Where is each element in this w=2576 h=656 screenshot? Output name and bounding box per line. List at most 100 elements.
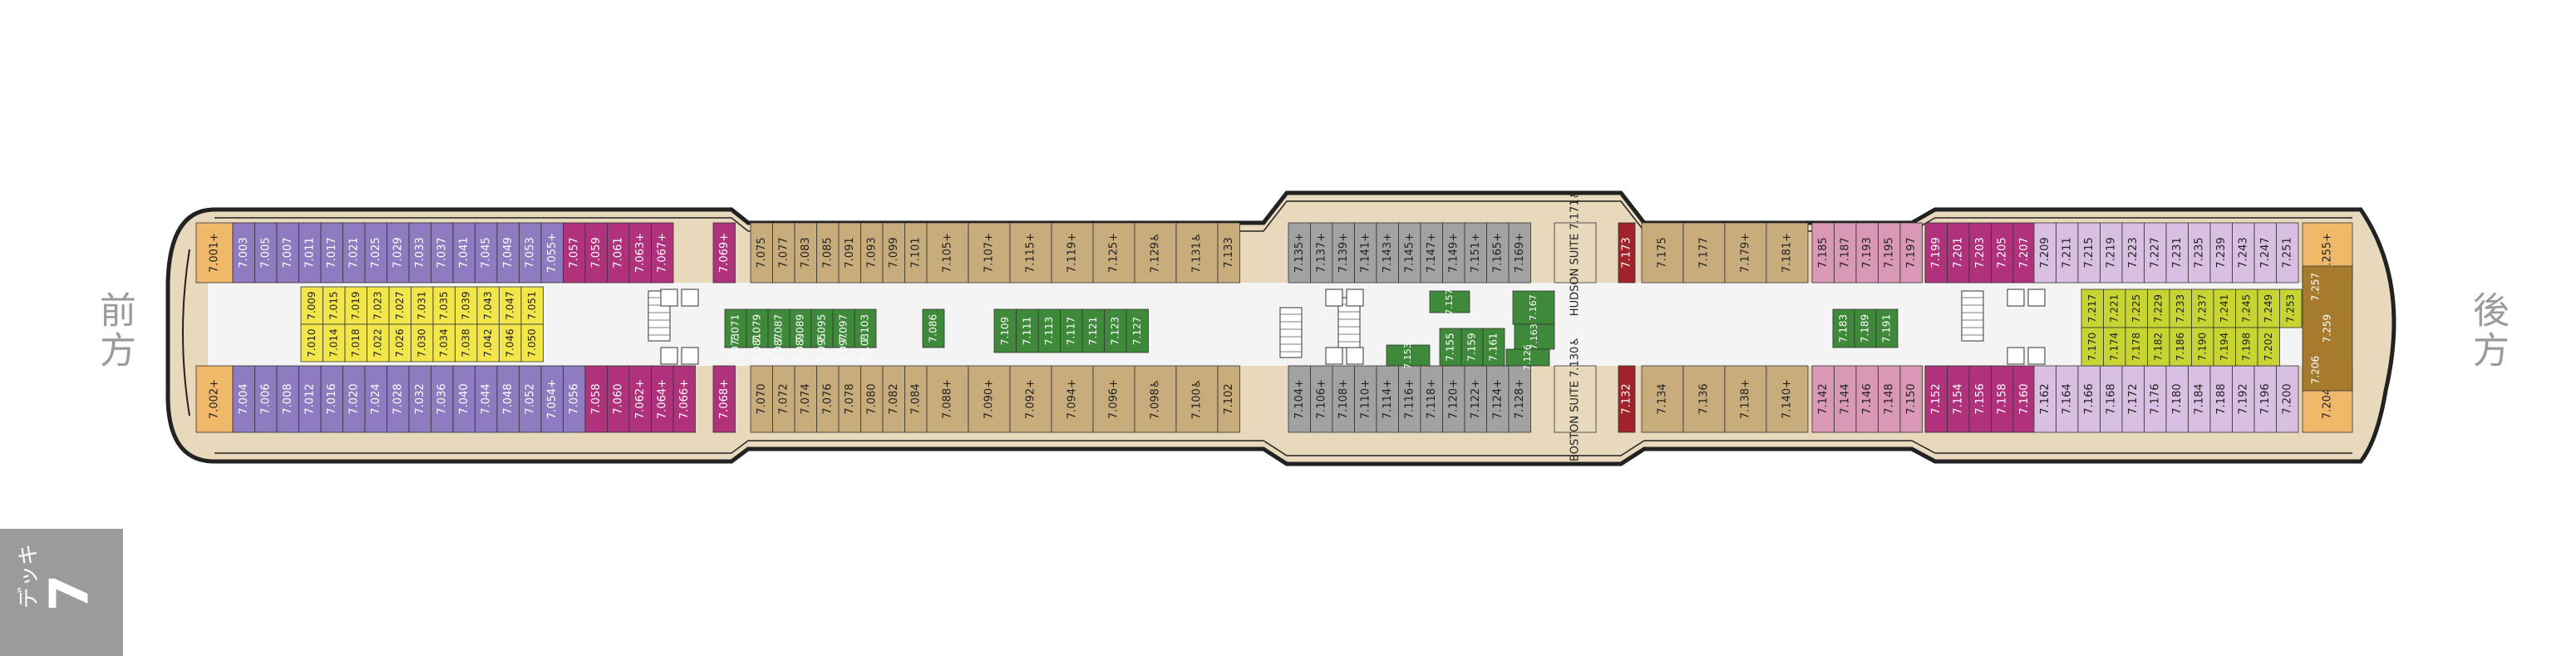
- cabin-7-078[interactable]: [838, 365, 861, 433]
- cabin-7-090[interactable]: [968, 365, 1011, 433]
- cabin-7-093[interactable]: [860, 222, 884, 284]
- cabin-7-127[interactable]: [1125, 308, 1149, 353]
- cabin-7-193[interactable]: [1855, 222, 1879, 284]
- cabin-7-185[interactable]: [1811, 222, 1835, 284]
- cabin-7-007[interactable]: [276, 222, 299, 284]
- cabin-7-102[interactable]: [1217, 365, 1240, 433]
- cabin-7-144[interactable]: [1834, 365, 1857, 433]
- cabin-7-057[interactable]: [563, 222, 586, 284]
- cabin-7-062[interactable]: [628, 365, 652, 433]
- cabin-7-067[interactable]: [651, 222, 674, 284]
- cabin-7-200[interactable]: [2276, 365, 2299, 433]
- cabin-7-129[interactable]: [1134, 222, 1177, 284]
- cabin-7-080[interactable]: [860, 365, 884, 433]
- cabin-7-175[interactable]: [1641, 222, 1684, 284]
- cabin-7-014[interactable]: [323, 323, 346, 363]
- cabin-7-017[interactable]: [320, 222, 343, 284]
- cabin-7-149[interactable]: [1442, 222, 1465, 284]
- cabin-7-012[interactable]: [298, 365, 322, 433]
- cabin-7-060[interactable]: [607, 365, 630, 433]
- cabin-7-158[interactable]: [1991, 365, 2014, 433]
- cabin-7-134[interactable]: [1641, 365, 1684, 433]
- cabin-7-142[interactable]: [1811, 365, 1835, 433]
- cabin-7-209[interactable]: [2033, 222, 2056, 284]
- cabin-7-009[interactable]: [300, 286, 323, 325]
- cabin-7-155[interactable]: [1439, 328, 1462, 367]
- cabin-7-198[interactable]: [2235, 327, 2258, 367]
- cabin-7-174[interactable]: [2103, 327, 2126, 367]
- cabin-7-235[interactable]: [2188, 222, 2211, 284]
- cabin-7-031[interactable]: [411, 286, 434, 325]
- cabin-7-203[interactable]: [1968, 222, 1992, 284]
- cabin-7-086[interactable]: [922, 308, 945, 348]
- cabin-7-186[interactable]: [2169, 327, 2192, 367]
- cabin-7-042[interactable]: [476, 323, 500, 363]
- cabin-7-178[interactable]: [2125, 327, 2148, 367]
- cabin-7-092[interactable]: [1009, 365, 1052, 433]
- cabin-7-070[interactable]: [750, 365, 773, 433]
- cabin-7-130[interactable]: [1554, 365, 1597, 433]
- cabin-7-136[interactable]: [1682, 365, 1726, 433]
- cabin-7-002[interactable]: [195, 365, 234, 433]
- cabin-7-253[interactable]: [2279, 289, 2303, 328]
- cabin-7-018[interactable]: [344, 323, 367, 363]
- cabin-7-049[interactable]: [496, 222, 520, 284]
- cabin-7-237[interactable]: [2191, 289, 2214, 328]
- cabin-7-151[interactable]: [1464, 222, 1487, 284]
- cabin-7-099[interactable]: [882, 222, 905, 284]
- cabin-7-054[interactable]: [540, 365, 564, 433]
- cabin-7-161[interactable]: [1482, 328, 1505, 367]
- cabin-7-068[interactable]: [712, 365, 736, 433]
- cabin-7-108[interactable]: [1332, 365, 1355, 433]
- stern-suite-block[interactable]: [2302, 265, 2353, 392]
- cabin-7-154[interactable]: [1947, 365, 1970, 433]
- cabin-7-138[interactable]: [1724, 365, 1767, 433]
- cabin-7-140[interactable]: [1766, 365, 1809, 433]
- cabin-7-188[interactable]: [2209, 365, 2233, 433]
- cabin-7-034[interactable]: [432, 323, 456, 363]
- cabin-7-110[interactable]: [1354, 365, 1377, 433]
- cabin-7-104[interactable]: [1288, 365, 1311, 433]
- cabin-7-109[interactable]: [993, 308, 1017, 353]
- cabin-7-171[interactable]: [1554, 222, 1597, 284]
- cabin-7-156[interactable]: [1968, 365, 1992, 433]
- cabin-7-215[interactable]: [2077, 222, 2101, 284]
- cabin-7-004[interactable]: [232, 365, 255, 433]
- cabin-7-147[interactable]: [1420, 222, 1443, 284]
- cabin-7-058[interactable]: [584, 365, 608, 433]
- cabin-7-061[interactable]: [607, 222, 630, 284]
- cabin-7-118[interactable]: [1420, 365, 1443, 433]
- cabin-7-167[interactable]: [1512, 290, 1555, 325]
- cabin-7-025[interactable]: [364, 222, 387, 284]
- cabin-7-116[interactable]: [1398, 365, 1421, 433]
- cabin-7-124[interactable]: [1486, 365, 1510, 433]
- cabin-7-135[interactable]: [1288, 222, 1311, 284]
- cabin-7-192[interactable]: [2232, 365, 2255, 433]
- cabin-7-001[interactable]: [195, 222, 234, 284]
- cabin-7-133[interactable]: [1217, 222, 1240, 284]
- cabin-7-041[interactable]: [452, 222, 475, 284]
- cabin-7-177[interactable]: [1682, 222, 1726, 284]
- cabin-7-048[interactable]: [496, 365, 520, 433]
- cabin-7-181[interactable]: [1766, 222, 1809, 284]
- cabin-7-051[interactable]: [520, 286, 544, 325]
- cabin-7-165[interactable]: [1486, 222, 1510, 284]
- cabin-7-153[interactable]: [1386, 344, 1431, 367]
- cabin-7-239[interactable]: [2209, 222, 2233, 284]
- cabin-7-029[interactable]: [387, 222, 410, 284]
- cabin-7-122[interactable]: [1464, 365, 1487, 433]
- cabin-7-005[interactable]: [254, 222, 278, 284]
- cabin-7-098[interactable]: [1134, 365, 1177, 433]
- cabin-7-069[interactable]: [712, 222, 736, 284]
- cabin-7-105[interactable]: [926, 222, 969, 284]
- cabin-7-097[interactable]: [832, 308, 855, 348]
- cabin-7-251[interactable]: [2276, 222, 2299, 284]
- cabin-7-211[interactable]: [2056, 222, 2079, 284]
- cabin-7-152[interactable]: [1924, 365, 1948, 433]
- cabin-7-043[interactable]: [476, 286, 500, 325]
- cabin-7-196[interactable]: [2253, 365, 2277, 433]
- cabin-7-050[interactable]: [520, 323, 544, 363]
- cabin-7-191[interactable]: [1875, 308, 1899, 348]
- cabin-7-059[interactable]: [584, 222, 608, 284]
- cabin-7-207[interactable]: [2012, 222, 2036, 284]
